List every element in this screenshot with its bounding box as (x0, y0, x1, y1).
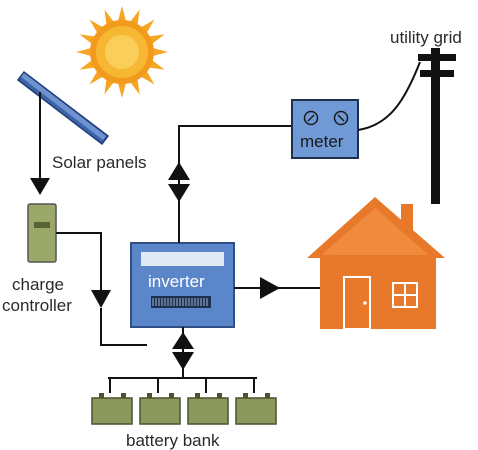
meter-label: meter (300, 132, 344, 151)
house-icon (307, 197, 445, 330)
arrow-down-icon (168, 184, 190, 202)
battery-icon (187, 393, 229, 425)
charge-controller-label-line2: controller (2, 296, 72, 315)
arrow-down-icon (30, 178, 50, 195)
utility-grid-label: utility grid (390, 28, 462, 47)
utility-pole-icon (418, 48, 456, 204)
arrow-down-icon (172, 352, 194, 370)
battery-bank-icon (91, 393, 277, 425)
battery-icon (139, 393, 181, 425)
sun-icon (76, 6, 168, 98)
solar-panels-label: Solar panels (52, 153, 147, 172)
battery-icon (235, 393, 277, 425)
arrow-down-icon (91, 290, 111, 308)
inverter-icon (130, 242, 235, 328)
arrow-up-icon (172, 332, 194, 349)
inverter-label: inverter (148, 272, 205, 291)
battery-bank-label: battery bank (126, 431, 220, 450)
solar-panel-icon (16, 70, 110, 146)
arrow-right-icon (260, 277, 280, 299)
charge-controller-label-line1: charge (12, 275, 64, 294)
battery-icon (91, 393, 133, 425)
arrow-up-icon (168, 162, 190, 180)
charge-controller-icon (27, 203, 57, 263)
